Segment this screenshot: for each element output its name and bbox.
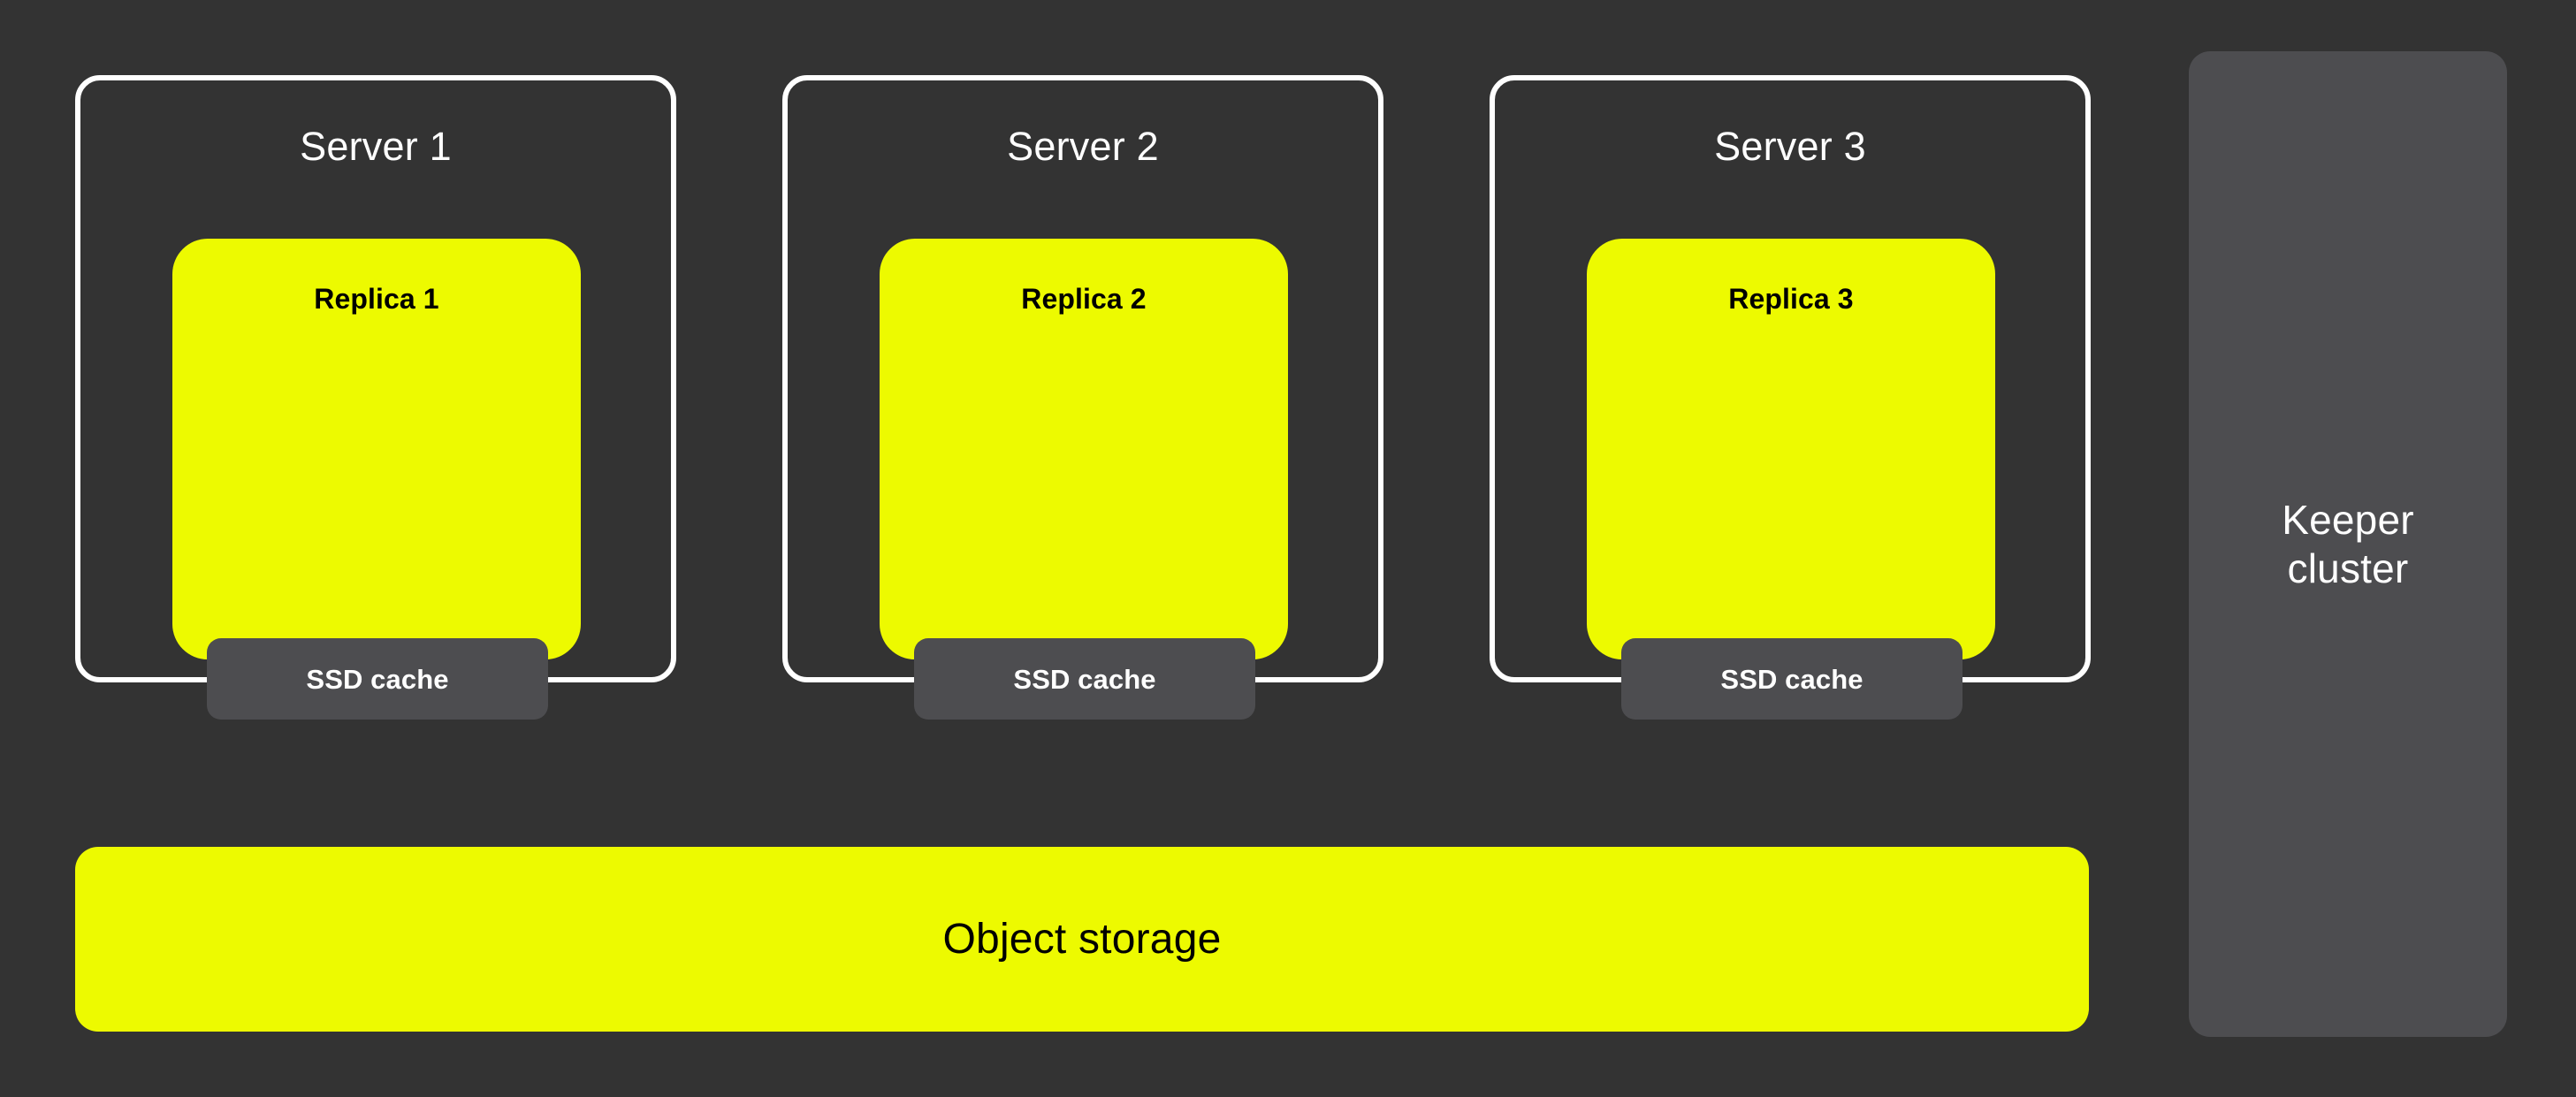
ssd-cache-label-1: SSD cache xyxy=(306,663,449,695)
server-title-2: Server 2 xyxy=(1007,124,1159,169)
ssd-cache-chip-1[interactable]: SSD cache xyxy=(207,638,548,720)
replica-block-3[interactable]: Replica 3 xyxy=(1587,239,1995,659)
ssd-cache-label-3: SSD cache xyxy=(1720,663,1863,695)
object-storage-label: Object storage xyxy=(942,915,1222,963)
object-storage-block[interactable]: Object storage xyxy=(75,847,2089,1032)
server-title-1: Server 1 xyxy=(300,124,452,169)
replica-label-3: Replica 3 xyxy=(1728,283,1854,315)
replica-block-1[interactable]: Replica 1 xyxy=(172,239,581,659)
keeper-cluster-panel[interactable]: Keeper cluster xyxy=(2189,51,2507,1037)
ssd-cache-chip-3[interactable]: SSD cache xyxy=(1621,638,1962,720)
server-title-3: Server 3 xyxy=(1714,124,1866,169)
ssd-cache-chip-2[interactable]: SSD cache xyxy=(914,638,1255,720)
keeper-cluster-label: Keeper cluster xyxy=(2282,497,2414,591)
ssd-cache-label-2: SSD cache xyxy=(1013,663,1156,695)
replica-label-1: Replica 1 xyxy=(314,283,439,315)
replica-label-2: Replica 2 xyxy=(1021,283,1147,315)
replica-block-2[interactable]: Replica 2 xyxy=(880,239,1288,659)
